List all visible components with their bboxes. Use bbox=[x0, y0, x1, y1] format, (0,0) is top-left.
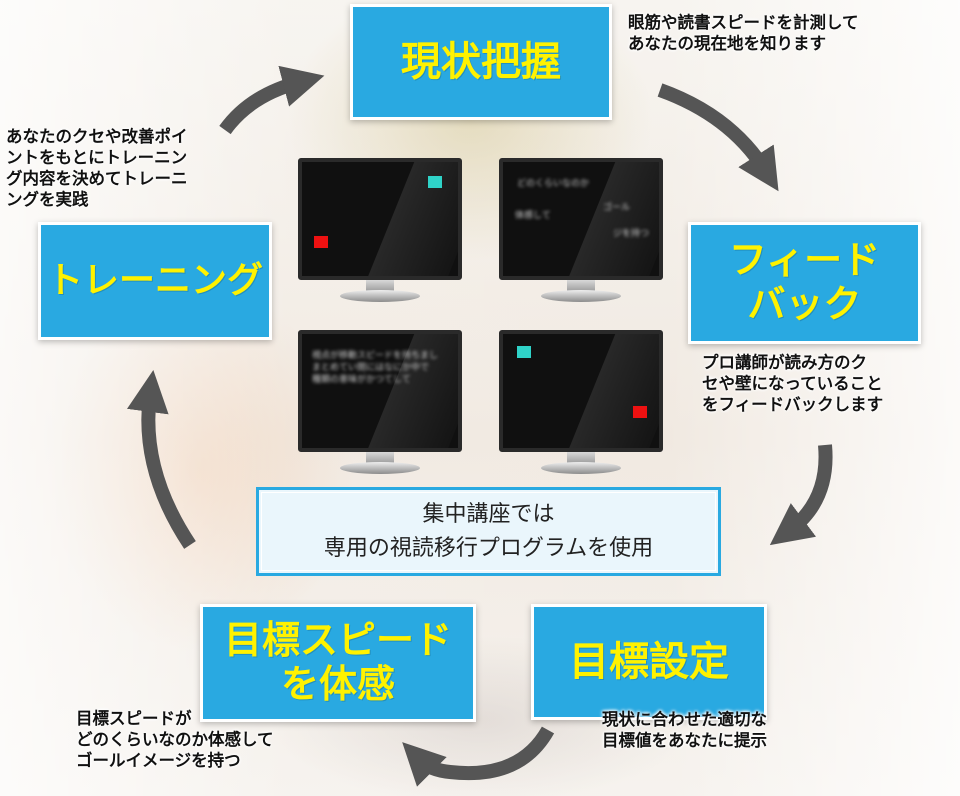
blurred-text: 種類の意味がかつてして bbox=[312, 375, 411, 385]
teal-marker bbox=[517, 346, 531, 358]
stage-experience-speed: 目標スピード を体感 bbox=[200, 604, 476, 722]
program-info-line2: 専用の視読移行プログラムを使用 bbox=[323, 535, 654, 561]
program-info-box: 集中講座では 専用の視読移行プログラムを使用 bbox=[256, 487, 721, 576]
blurred-text: 視点が移動スピードを持ちまし bbox=[312, 351, 439, 361]
blurred-text: ジを持つ bbox=[613, 229, 650, 239]
desc-experience-speed: 目標スピードが どのくらいなのか体感して ゴールイメージを持つ bbox=[76, 709, 274, 770]
arrow-goal-to-speed bbox=[402, 726, 555, 787]
stage-title: 目標スピード を体感 bbox=[223, 618, 452, 706]
monitor-top-right: どのくらいなのか 体感して ゴール ジを持つ bbox=[499, 158, 663, 308]
stage-title: 現状把握 bbox=[401, 39, 561, 85]
program-info-line1: 集中講座では bbox=[422, 501, 555, 527]
monitor-top-left bbox=[298, 158, 462, 308]
red-marker bbox=[633, 406, 647, 418]
desc-training: あなたのクセや改善ポイ ントをもとにトレーニン グ内容を決めてトレーニ ングを実… bbox=[6, 127, 188, 209]
blurred-text: どのくらいなのか bbox=[517, 179, 590, 189]
stage-goal-setting: 目標設定 bbox=[531, 604, 767, 720]
arrow-speed-to-training bbox=[126, 370, 196, 549]
arrow-training-to-current bbox=[219, 65, 325, 135]
monitor-bottom-left: 視点が移動スピードを持ちまし まとめてい間にはなにか中で 種類の意味がかつてして bbox=[298, 330, 462, 480]
stage-current-state: 現状把握 bbox=[350, 4, 612, 120]
blurred-text: ゴール bbox=[603, 203, 631, 213]
desc-goal-setting: 現状に合わせた適切な 目標値をあなたに提示 bbox=[602, 710, 767, 750]
blurred-text: まとめてい間にはなにか中で bbox=[312, 363, 430, 373]
stage-title: フィード バック bbox=[728, 238, 881, 326]
stage-training: トレーニング bbox=[38, 222, 272, 340]
blurred-text: 体感して bbox=[515, 211, 551, 221]
desc-current-state: 眼筋や読書スピードを計測して あなたの現在地を知ります bbox=[628, 13, 859, 53]
desc-feedback: プロ講師が読み方のク セや壁になっていること をフィードバックします bbox=[702, 353, 884, 414]
teal-marker bbox=[428, 176, 442, 188]
stage-title: 目標設定 bbox=[569, 639, 729, 685]
stage-feedback: フィード バック bbox=[688, 222, 921, 344]
arrow-feedback-to-goal bbox=[769, 444, 833, 546]
stage-title: トレーニング bbox=[46, 260, 263, 302]
red-marker bbox=[314, 236, 328, 248]
arrow-current-to-feedback bbox=[657, 83, 779, 192]
monitor-bottom-right bbox=[499, 330, 663, 480]
